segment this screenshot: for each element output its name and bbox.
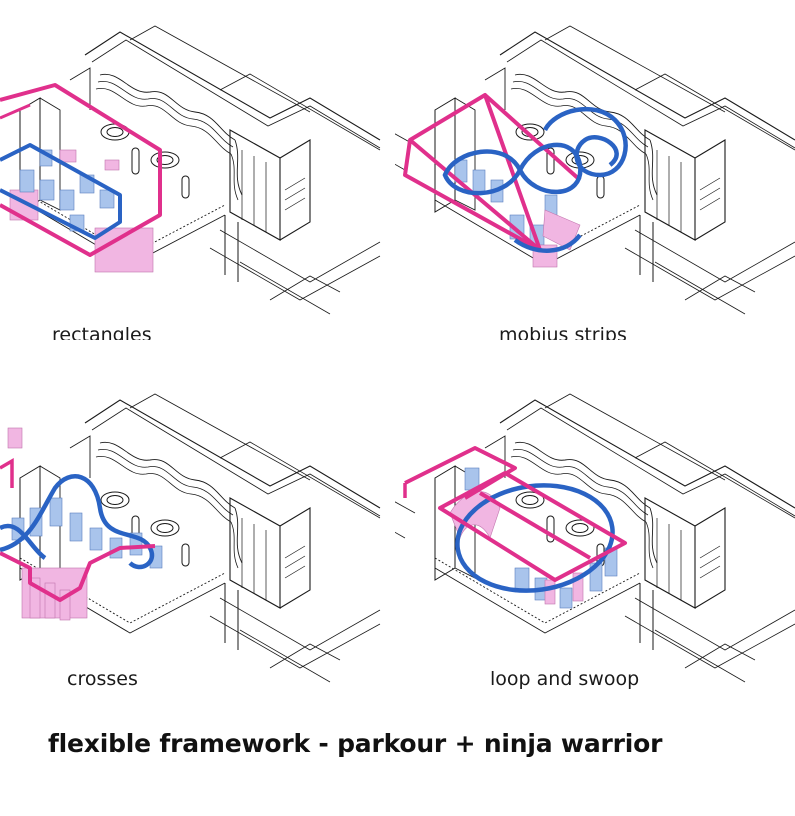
magenta-path — [0, 83, 162, 257]
diagram-panel-loop-and-swoop: loop and swoop — [395, 368, 795, 708]
diagram-panel-crosses: crosses — [0, 368, 400, 708]
magenta-path — [404, 446, 517, 500]
axonometric-drawing-mobius-strips — [395, 25, 795, 315]
diagram-panel-rectangles: rectangles — [0, 0, 400, 340]
axonometric-drawing-crosses — [0, 393, 381, 683]
axonometric-drawing-loop-and-swoop — [395, 393, 795, 683]
figure-title: flexible framework - parkour + ninja war… — [48, 729, 663, 758]
panel-caption: loop and swoop — [490, 668, 640, 690]
panel-caption: mobius strips — [499, 324, 627, 340]
blue-path — [0, 143, 122, 240]
diagram-panel-mobius-strips: mobius strips — [395, 0, 795, 340]
panel-caption: rectangles — [52, 324, 152, 340]
axonometric-drawing-rectangles — [0, 25, 381, 315]
magenta-path — [0, 544, 156, 602]
blue-path — [0, 474, 155, 570]
panel-caption: crosses — [67, 668, 138, 690]
